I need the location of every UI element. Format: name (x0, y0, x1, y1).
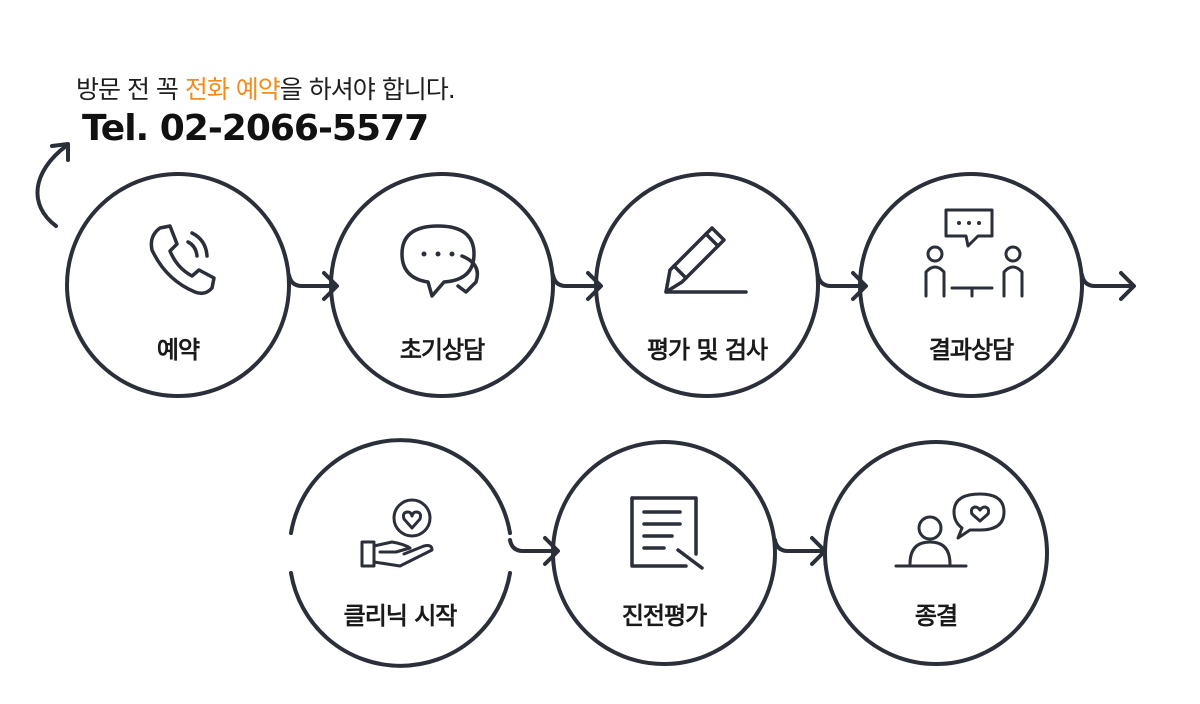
step-label-5: 클리닉 시작 (343, 602, 458, 630)
connector-arrow-2 (551, 271, 603, 301)
document-icon (630, 496, 704, 570)
connector-arrow-5 (508, 536, 560, 566)
curved-pointer-arrow (35, 142, 70, 228)
step-circle-5 (289, 438, 512, 668)
step-label-4: 결과상담 (928, 336, 1014, 364)
step-label-6: 진전평가 (621, 602, 707, 630)
notice-text-before: 방문 전 꼭 (76, 75, 185, 104)
connector-arrow-4 (1080, 271, 1136, 301)
reservation-notice: 방문 전 꼭 전화 예약을 하셔야 합니다. (76, 70, 456, 106)
step-circle-1 (65, 172, 291, 398)
step-label-1: 예약 (156, 336, 200, 364)
notice-highlight: 전화 예약 (184, 75, 281, 104)
connector-arrow-1 (287, 271, 339, 301)
consultation-icon (924, 208, 1024, 298)
connector-arrow-3 (816, 271, 868, 301)
step-label-3: 평가 및 검사 (646, 336, 768, 364)
phone-icon (149, 224, 216, 296)
connector-arrow-6 (773, 536, 827, 566)
step-label-7: 종결 (914, 602, 958, 630)
phone-number: Tel. 02-2066-5577 (82, 108, 429, 149)
person-heart-bubble-icon (894, 492, 1006, 568)
notice-text-after: 을 하셔야 합니다. (279, 75, 456, 104)
step-label-2: 초기상담 (399, 336, 485, 364)
pencil-icon (664, 226, 748, 294)
caring-hand-icon (360, 498, 434, 568)
chat-bubbles-icon (400, 224, 480, 298)
